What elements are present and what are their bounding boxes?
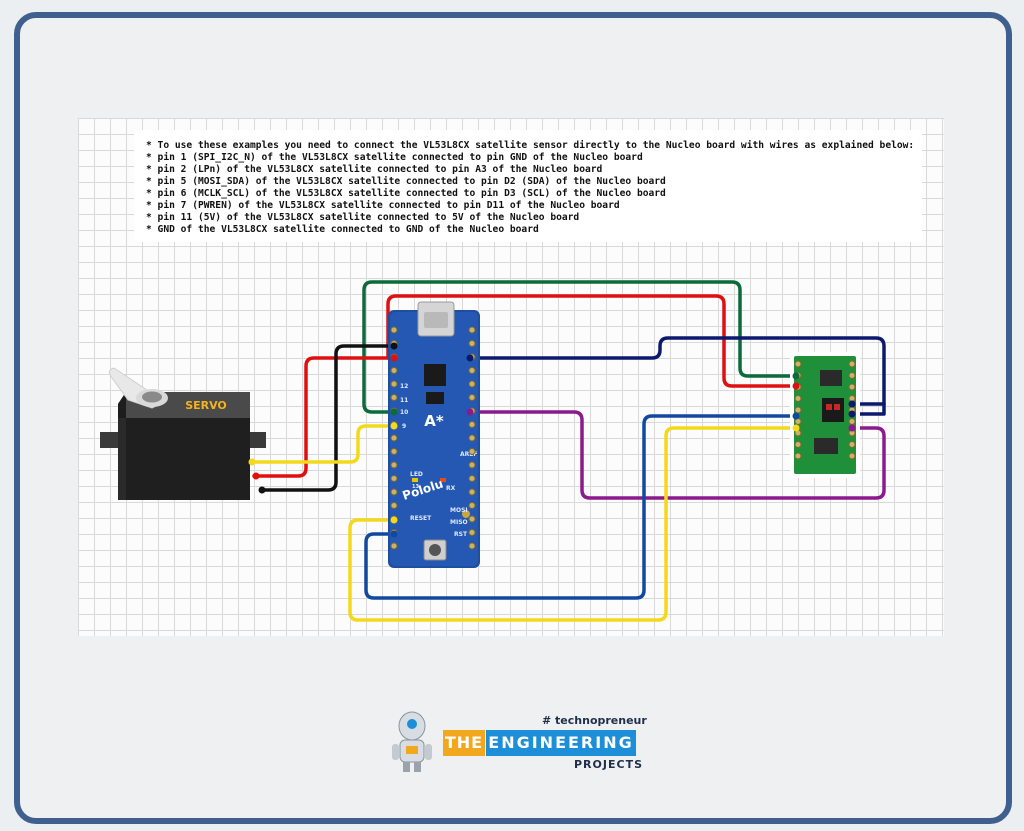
servo-horn (108, 367, 168, 409)
wire-red-top (386, 294, 798, 388)
header-pin (794, 452, 802, 460)
header-pin (390, 448, 398, 455)
header-pin (468, 340, 476, 347)
note-line: * pin 11 (5V) of the VL53L8CX satellite … (146, 212, 580, 223)
header-pin (468, 367, 476, 374)
note-line: * pin 1 (SPI_I2C_N) of the VL53L8CX sate… (146, 152, 643, 163)
logo-the: THE (443, 730, 485, 756)
note-line: * To use these examples you need to conn… (146, 140, 915, 151)
aref-label: AREF (460, 451, 477, 458)
board-model: A* (424, 412, 444, 430)
header-pin (390, 394, 398, 401)
header-pin (390, 434, 398, 442)
header-pin (848, 418, 856, 425)
wire-purple (468, 410, 886, 500)
header-pin (468, 529, 476, 536)
rx-label: RX (446, 485, 456, 492)
header-pin (794, 406, 802, 414)
header-pin (468, 380, 476, 388)
header-pin (468, 394, 476, 401)
header-pin (390, 502, 398, 509)
header-pin (390, 367, 398, 374)
header-pin (468, 434, 476, 442)
servo-motor: SERVO (100, 367, 266, 500)
logo-engineering: ENGINEERING (486, 730, 636, 756)
header-pin (468, 475, 476, 482)
note-line: * GND of the VL53L8CX satellite connecte… (146, 224, 539, 235)
wire-black-servo (260, 344, 394, 492)
reset-label: RESET (410, 515, 432, 522)
header-pin (468, 515, 476, 523)
header-pin (468, 502, 476, 509)
header-pin (848, 441, 856, 448)
pololu-board: A* Pololu AREF LED 13 RX MOSI MISO RST R… (388, 301, 480, 568)
header-pin (468, 488, 476, 496)
header-pin (848, 452, 856, 460)
header-pin (390, 488, 398, 496)
vl53l8cx-sensor-board (790, 352, 860, 478)
header-pin (794, 441, 802, 448)
header-pin (468, 326, 476, 334)
logo-projects: PROJECTS (574, 758, 643, 771)
rst-label: RST (454, 531, 468, 538)
pin-label-11: 11 (400, 397, 408, 404)
header-pin (390, 380, 398, 388)
robot-mascot-icon (392, 711, 432, 772)
header-pin (390, 542, 398, 550)
instructions-note: * To use these examples you need to conn… (134, 130, 922, 242)
header-pin (794, 395, 802, 402)
logo-hashtag: # technopreneur (542, 714, 647, 727)
header-pin (468, 421, 476, 428)
header-pin (848, 360, 856, 368)
mosi-label: MOSI (450, 507, 468, 514)
servo-label: SERVO (185, 399, 227, 412)
note-line: * pin 6 (MCLK_SCL) of the VL53L8CX satel… (146, 188, 666, 199)
led-label: LED (410, 471, 423, 478)
note-line: * pin 7 (PWREN) of the VL53L8CX satellit… (146, 200, 620, 211)
led13-label: 13 (412, 484, 419, 490)
note-line: * pin 2 (LPn) of the VL53L8CX satellite … (146, 164, 603, 175)
header-pin (794, 360, 802, 368)
header-pin (468, 448, 476, 455)
header-pin (390, 475, 398, 482)
header-pin (390, 326, 398, 334)
header-pin (468, 542, 476, 550)
header-pin (390, 461, 398, 469)
miso-label: MISO (450, 519, 468, 526)
pin-label-9: 9 (402, 423, 406, 430)
pin-label-10: 10 (400, 409, 408, 416)
wire-red-servo (252, 356, 394, 478)
pin-label-12: 12 (400, 383, 408, 390)
wire-navy (468, 336, 886, 406)
header-pin (848, 383, 856, 391)
wire-green (362, 280, 798, 414)
wire-yellow-servo (248, 424, 394, 464)
wire-blue (364, 414, 798, 600)
wire-yellow-long (348, 426, 798, 622)
wire-navy-2 (850, 402, 886, 416)
note-line: * pin 5 (MOSI_SDA) of the VL53L8CX satel… (146, 176, 666, 187)
header-pin (848, 372, 856, 379)
header-pin (468, 461, 476, 469)
